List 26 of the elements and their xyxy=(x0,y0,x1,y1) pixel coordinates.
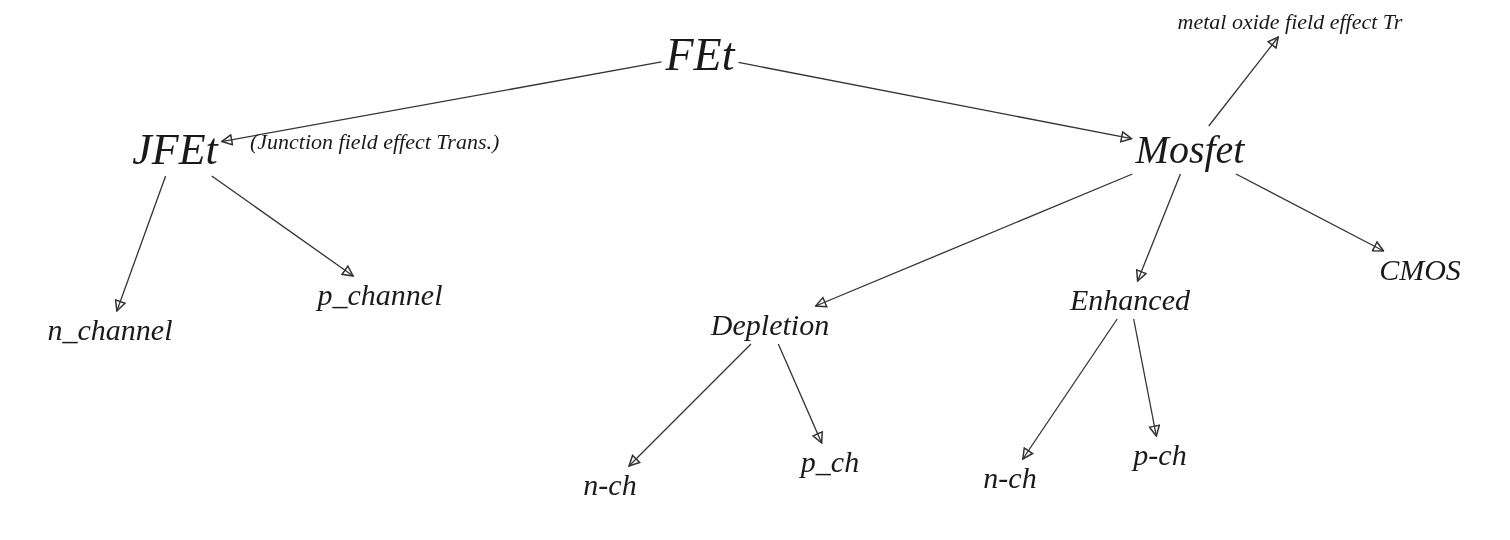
arrow xyxy=(628,343,752,467)
arrow xyxy=(1235,173,1385,252)
arrow xyxy=(211,175,354,277)
arrow xyxy=(777,343,823,444)
node-label: Mosfet xyxy=(1135,130,1245,170)
arrow xyxy=(1208,36,1280,127)
node-label: CMOS xyxy=(1379,255,1461,285)
node-label: n-ch xyxy=(983,463,1037,493)
node-note: (Junction field effect Trans.) xyxy=(250,128,500,156)
node-label: metal oxide field effect Tr xyxy=(1177,11,1403,33)
arrow xyxy=(221,61,663,146)
arrow xyxy=(1133,318,1161,437)
arrow xyxy=(1135,173,1182,282)
arrow xyxy=(1022,318,1118,460)
arrow xyxy=(114,175,167,312)
node-label: n-ch xyxy=(583,470,637,500)
node-label: n_channel xyxy=(47,315,173,345)
node-label: p_channel xyxy=(317,280,443,310)
node-label: JFEt xyxy=(132,128,218,172)
node-label: p-ch xyxy=(1133,440,1187,470)
arrow xyxy=(814,173,1134,308)
arrow xyxy=(737,61,1133,143)
node-label: Enhanced xyxy=(1070,285,1190,315)
node-label: FEt xyxy=(665,32,735,78)
node-label: Depletion xyxy=(710,310,830,340)
node-label: p_ch xyxy=(800,447,860,477)
